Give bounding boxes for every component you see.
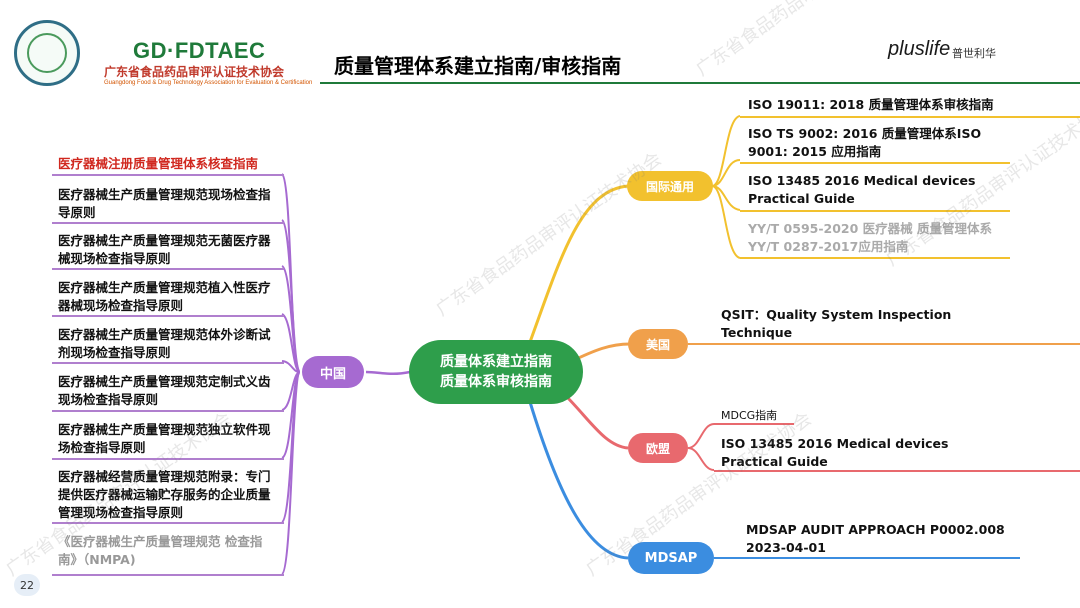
divider <box>740 557 1020 559</box>
node-china: 中国 <box>302 356 364 388</box>
divider <box>714 470 1080 472</box>
eu-item-iso: ISO 13485 2016 Medical devices Practical… <box>721 436 949 469</box>
divider <box>52 174 284 176</box>
node-mdsap: MDSAP <box>628 542 714 574</box>
divider <box>740 210 1010 212</box>
china-item-6: 医疗器械生产质量管理规范定制式义齿现场检查指导原则 <box>58 374 271 407</box>
intl-item-3: ISO 13485 2016 Medical devices Practical… <box>748 173 976 206</box>
china-item-5: 医疗器械生产质量管理规范体外诊断试剂现场检查指导原则 <box>58 327 271 360</box>
central-topic-line2: 质量体系审核指南 <box>440 374 552 390</box>
central-topic-line1: 质量体系建立指南 <box>440 354 552 370</box>
divider <box>52 458 284 460</box>
mdsap-item: MDSAP AUDIT APPROACH P0002.008 2023-04-0… <box>746 522 1005 555</box>
intl-item-2: ISO TS 9002: 2016 质量管理体系ISO 9001: 2015 应… <box>748 126 982 159</box>
node-usa: 美国 <box>628 329 688 359</box>
china-item-7: 医疗器械生产质量管理规范独立软件现场检查指导原则 <box>58 422 271 455</box>
title-underline <box>320 82 1080 84</box>
divider <box>714 423 794 425</box>
intl-item-4: YY/T 0595-2020 医疗器械 质量管理体系 YY/T 0287-201… <box>748 221 993 254</box>
node-international: 国际通用 <box>627 171 713 201</box>
divider <box>52 268 284 270</box>
usa-item: QSIT：Quality System Inspection Technique <box>721 307 952 340</box>
divider <box>52 574 284 576</box>
china-item-3: 医疗器械生产质量管理规范无菌医疗器械现场检查指导原则 <box>58 233 271 266</box>
central-topic: 质量体系建立指南 质量体系审核指南 <box>409 340 583 404</box>
china-item-9: 《医疗器械生产质量管理规范 检查指南》（NMPA) <box>58 534 263 567</box>
association-seal-logo <box>14 20 80 86</box>
org-name-cn: 广东省食品药品审评认证技术协会 <box>104 65 285 79</box>
node-eu: 欧盟 <box>628 433 688 463</box>
brand-wordmark: pluslife <box>888 38 951 60</box>
china-item-1: 医疗器械注册质量管理体系核查指南 <box>58 156 259 171</box>
page-title: 质量管理体系建立指南/审核指南 <box>334 54 622 78</box>
china-item-8: 医疗器械经营质量管理规范附录：专门提供医疗器械运输贮存服务的企业质量管理现场检查… <box>58 469 271 520</box>
org-name-en: Guangdong Food & Drug Technology Associa… <box>104 80 313 86</box>
brand-name-cn: 普世利华 <box>952 47 996 60</box>
eu-item-mdcg: MDCG指南 <box>721 409 778 422</box>
divider <box>52 222 284 224</box>
divider <box>740 257 1010 259</box>
divider <box>52 410 284 412</box>
divider <box>740 162 1010 164</box>
divider <box>52 522 284 524</box>
divider <box>714 343 1080 345</box>
china-item-4: 医疗器械生产质量管理规范植入性医疗器械现场检查指导原则 <box>58 280 271 313</box>
divider <box>52 362 284 364</box>
divider <box>740 116 1080 118</box>
page-number: 22 <box>14 574 40 596</box>
divider <box>52 315 284 317</box>
brand-logo: pluslife <box>888 38 950 61</box>
intl-item-1: ISO 19011: 2018 质量管理体系审核指南 <box>748 97 994 112</box>
china-item-2: 医疗器械生产质量管理规范现场检查指导原则 <box>58 187 271 220</box>
org-abbrev: GD·FDTAEC <box>133 38 266 63</box>
